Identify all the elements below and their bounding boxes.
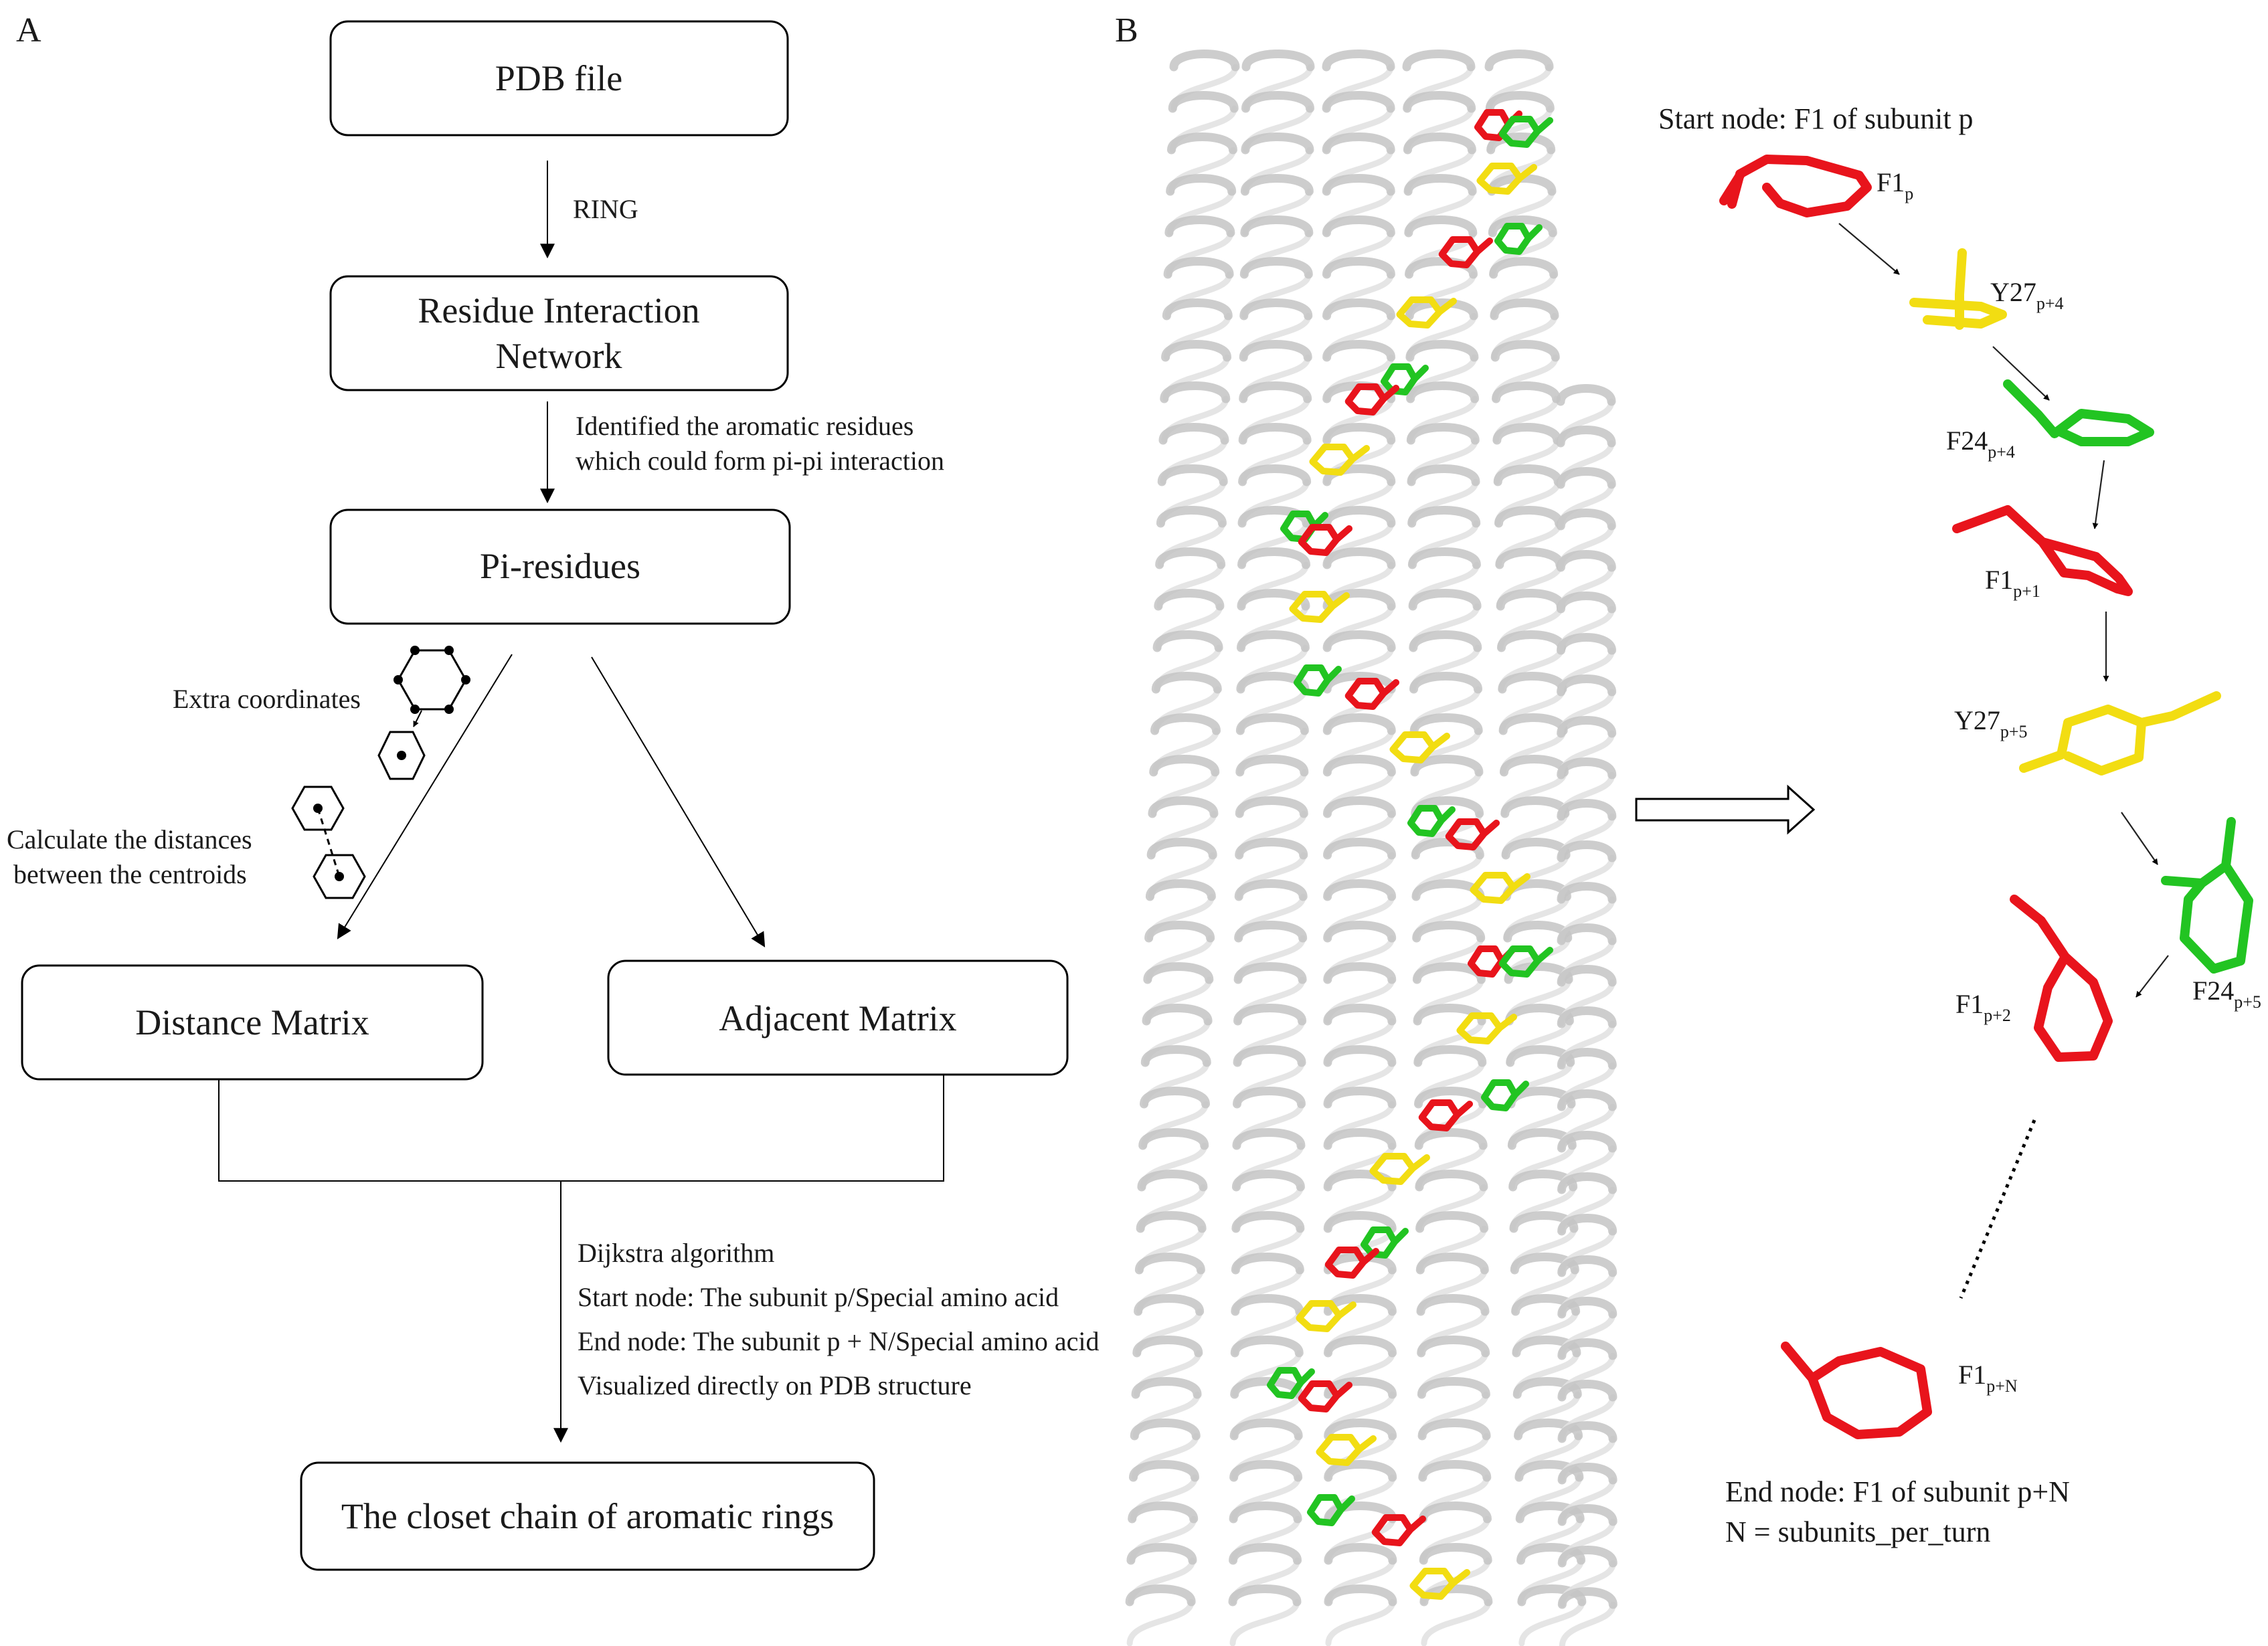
residue-y27-p5-icon (2019, 691, 2221, 775)
residue-f1-p2-icon (2010, 895, 2113, 1062)
dijkstra-line-3: End node: The subunit p + N/Special amin… (578, 1326, 1099, 1356)
residue-f24-p4-icon (2003, 379, 2154, 446)
start-node-text: Start node: F1 of subunit p (1658, 102, 1974, 135)
pi-residues-box (329, 509, 791, 625)
distance-matrix-text: Distance Matrix (135, 1002, 369, 1042)
rin-text-line2: Network (496, 336, 622, 376)
distance-matrix-box (21, 964, 484, 1081)
result-text: The closet chain of aromatic rings (341, 1496, 834, 1536)
arrow-to-adjacent-matrix (591, 656, 766, 947)
calc-distances-line2: between the centroids (13, 859, 247, 889)
arrow-6 (2135, 955, 2169, 998)
pdb-file-box (329, 20, 789, 136)
label-f24-p4: F24p+4 (1946, 426, 2015, 462)
merge-connector (218, 1075, 944, 1182)
ring-label: RING (573, 194, 638, 224)
result-box (300, 1461, 875, 1571)
dijkstra-line-2: Start node: The subunit p/Special amino … (578, 1282, 1059, 1312)
benzene-ring-icon (394, 646, 470, 714)
centroid-arrow-icon (413, 710, 422, 727)
centroid-distance-icon (291, 786, 366, 899)
pi-residues-text: Pi-residues (480, 546, 640, 586)
arrow-5 (2121, 812, 2158, 865)
rin-box (329, 275, 789, 391)
label-f1-p1: F1p+1 (1985, 565, 2040, 601)
label-f24-p5: F24p+5 (2192, 976, 2261, 1012)
adjacent-matrix-box (607, 959, 1069, 1076)
panel-a: A PDB file RING Residue Interaction Netw… (7, 11, 1099, 1571)
adjacent-matrix-text: Adjacent Matrix (719, 998, 956, 1038)
extra-coordinates-text: Extra coordinates (173, 684, 361, 714)
label-y27-p4: Y27p+4 (1990, 277, 2064, 313)
dijkstra-line-1: Dijkstra algorithm (578, 1238, 774, 1268)
arrow-3 (2092, 460, 2105, 529)
hollow-arrow-icon (1635, 784, 1816, 835)
calc-distances-line1: Calculate the distances (7, 824, 252, 854)
dijkstra-line-4: Visualized directly on PDB structure (578, 1370, 972, 1400)
arrow-2 (1992, 346, 2050, 401)
identified-text-line2: which could form pi-pi interaction (576, 446, 944, 476)
end-node-text-line1: End node: F1 of subunit p+N (1725, 1475, 2070, 1508)
residue-f1-p-icon (1719, 155, 1872, 217)
label-y27-p5: Y27p+5 (1954, 705, 2028, 741)
pdb-file-text: PDB file (495, 58, 623, 98)
continuation-dots (1959, 1119, 2036, 1299)
arrow-1 (1838, 223, 1900, 275)
arrow-to-distance-matrix (337, 654, 513, 939)
identified-text-line1: Identified the aromatic residues (576, 411, 913, 441)
label-f1-pN: F1p+N (1958, 1360, 2018, 1396)
label-f1-p: F1p (1877, 167, 1913, 203)
centroid-ring-icon (377, 731, 426, 780)
residue-y27-p4-icon (1909, 248, 2007, 330)
protein-structure-image (1125, 50, 1660, 1646)
rin-text-line1: Residue Interaction (418, 290, 699, 331)
panel-a-label: A (16, 11, 41, 50)
residue-f1-pN-icon (1781, 1342, 1932, 1439)
residue-f24-p5-icon (2161, 817, 2253, 974)
label-f1-p2: F1p+2 (1955, 989, 2011, 1025)
panel-b: B Start node: F1 of subunit p F1p Y27p+4… (1115, 11, 2261, 1646)
panel-b-label: B (1115, 11, 1138, 50)
residue-f1-p1-icon (1952, 505, 2133, 596)
end-node-text-line2: N = subunits_per_turn (1725, 1516, 1990, 1548)
